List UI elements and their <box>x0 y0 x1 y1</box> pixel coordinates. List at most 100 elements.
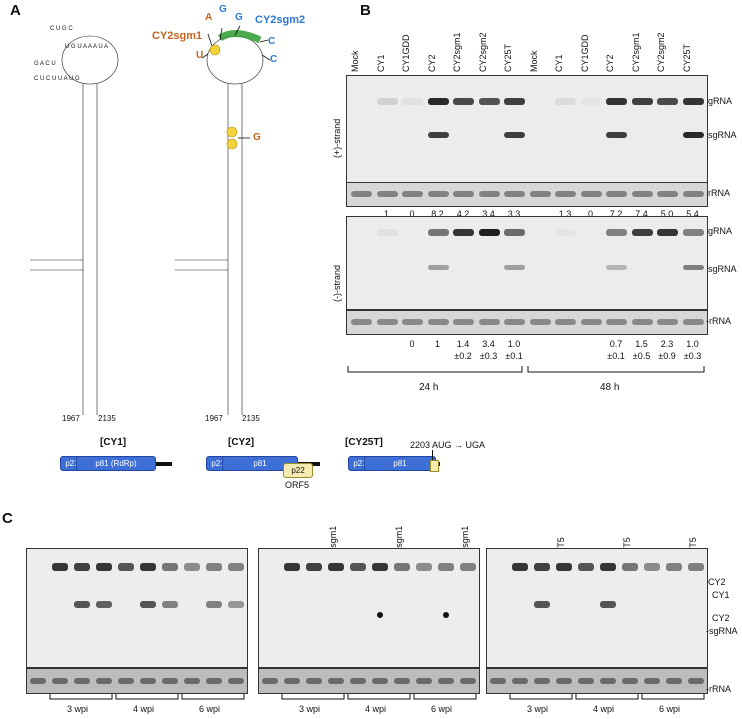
c-rrna-band <box>578 678 594 684</box>
b-minus-rrna-band <box>402 319 423 325</box>
panel-a-letter: A <box>10 2 21 19</box>
b-lane-label: Mock <box>528 50 539 72</box>
c-cy1-label: CY1 <box>712 590 730 600</box>
c-time-label: 4 wpi <box>133 704 155 714</box>
c-time-label: 4 wpi <box>593 704 615 714</box>
b-plus-quant-value: 1 <box>370 208 404 220</box>
c-main-band <box>118 563 134 571</box>
quant-mean: 0 <box>409 209 415 219</box>
plus-rrna-blot <box>346 182 708 207</box>
b-lane-label: CY2sgm1 <box>452 32 462 72</box>
minus-grna-label: gRNA <box>708 226 733 236</box>
c-rrna-band <box>184 678 200 684</box>
c-rrna-band <box>460 678 476 684</box>
b-plus-grna-band <box>555 98 576 105</box>
b-minus-rrna-band <box>682 319 704 325</box>
c-main-band <box>140 563 156 571</box>
b-plus-rrna-band <box>376 191 398 197</box>
b-minus-rrna-band <box>453 319 474 325</box>
b-plus-grna-band <box>631 98 653 105</box>
b-lane-label: CY25T <box>681 43 692 72</box>
cy2-position-end: 2135 <box>242 414 260 423</box>
b-lane-label: CY1 <box>554 54 564 72</box>
c-rrna-band <box>306 678 322 684</box>
c-main-band <box>622 563 638 571</box>
c-rrna-band <box>140 678 156 684</box>
c-sgrna-band <box>600 601 616 608</box>
b-minus-grna-band <box>631 229 653 236</box>
b-plus-grna-band <box>657 98 678 105</box>
c-time-label: 3 wpi <box>67 704 89 714</box>
c-main-band <box>350 563 366 571</box>
svg-text:G A C U: G A C U <box>34 61 56 67</box>
quant-mean: 0 <box>409 339 415 349</box>
cy1-position-end: 2135 <box>98 414 116 423</box>
b-minus-sgrna-band <box>504 265 525 270</box>
b-minus-sgrna-band <box>427 265 449 270</box>
c-sgrna-band <box>74 601 90 608</box>
b-minus-rrna-band <box>580 319 602 325</box>
b-plus-rrna-band <box>427 191 449 197</box>
cy2-rna-hairpin <box>175 25 271 415</box>
quant-mean: 4.2 <box>456 209 470 219</box>
b-lane-label: CY2sgm2 <box>656 32 666 72</box>
b-minus-quant-value: 2.3±0.9 <box>650 338 684 362</box>
c-main-band <box>96 563 112 571</box>
cy2sgm1-label: CY2sgm1 <box>152 30 203 42</box>
quant-mean: 1.0 <box>507 339 521 349</box>
c-main-band <box>600 563 616 571</box>
quant-mean: 1.4 <box>456 339 470 349</box>
c-time-label: 3 wpi <box>527 704 549 714</box>
b-plus-rrna-band <box>631 191 653 197</box>
minus-rrna-label: -rRNA <box>706 316 731 326</box>
quant-mean: 2.3 <box>660 339 674 349</box>
cy25t-p81-box: p81 <box>364 456 436 471</box>
b-plus-rrna-band <box>402 191 423 197</box>
b-lane-label: CY2 <box>605 54 615 72</box>
construct-cy2-label: [CY2] <box>228 437 255 448</box>
c-rrna-band <box>688 678 704 684</box>
b-plus-quant-value: 0 <box>395 208 429 220</box>
quant-sd: ±0.3 <box>683 351 702 361</box>
b-plus-rrna-band <box>682 191 704 197</box>
c-rrna-band <box>118 678 134 684</box>
b-minus-quant-value: 1 <box>421 338 455 350</box>
cy2sgm2-label: CY2sgm2 <box>255 14 306 26</box>
quant-mean: 1.0 <box>686 339 699 349</box>
b-plus-rrna-band <box>657 191 678 197</box>
b-plus-grna-band <box>606 98 627 105</box>
b-plus-sgrna-band <box>682 132 704 138</box>
c-rrna-band <box>394 678 410 684</box>
c-sgrna-band <box>96 601 112 608</box>
quant-mean: 3.3 <box>507 209 521 219</box>
c-rrna-band <box>372 678 388 684</box>
c-rrna-band <box>416 678 432 684</box>
c-main-band <box>372 563 388 571</box>
b-plus-rrna-band <box>453 191 474 197</box>
plus-strand-blot <box>346 75 708 183</box>
b-minus-quant-value: 1.4±0.2 <box>446 338 480 362</box>
b-minus-rrna-band <box>376 319 398 325</box>
quant-mean: 0 <box>587 209 593 219</box>
c-time-brackets <box>509 694 705 700</box>
quant-sd: ±0.1 <box>505 351 523 361</box>
quant-mean: 0.7 <box>609 339 623 349</box>
b-minus-rrna-band <box>555 319 576 325</box>
cy1-p81-box: p81 (RdRp) <box>76 456 156 471</box>
b-plus-rrna-band <box>504 191 525 197</box>
b-minus-grna-band <box>478 229 500 236</box>
b-minus-sgrna-band <box>682 265 704 270</box>
c-rrna-band <box>622 678 638 684</box>
quant-mean: 8.2 <box>431 209 444 219</box>
c-cy2-sg-label: CY2 <box>712 613 730 623</box>
cy25t-p22-stub <box>430 460 439 472</box>
quant-mean: 1.3 <box>558 209 572 219</box>
c-rrna-band <box>30 678 46 684</box>
b-minus-rrna-band <box>478 319 500 325</box>
b-minus-grna-band <box>682 229 704 236</box>
b-minus-rrna-band <box>631 319 653 325</box>
c-rrna-band <box>328 678 344 684</box>
b-minus-quant-value: 0 <box>395 338 429 350</box>
c-rrna-band <box>600 678 616 684</box>
c-main-band <box>306 563 322 571</box>
